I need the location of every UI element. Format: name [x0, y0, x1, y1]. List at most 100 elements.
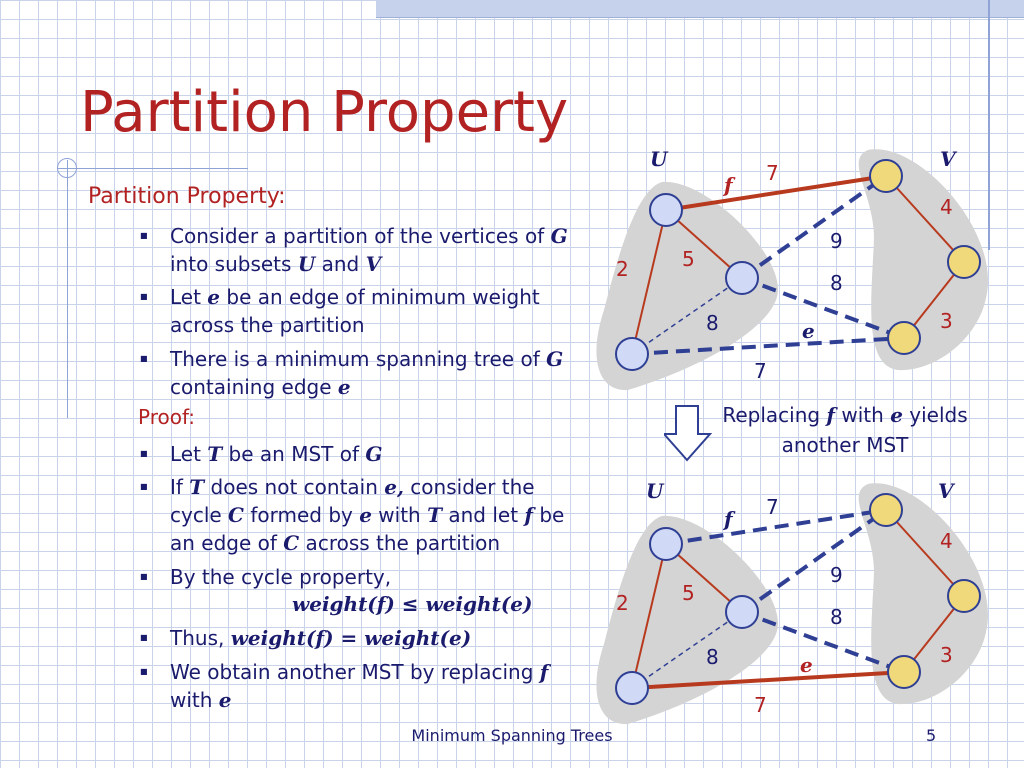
node-v2 — [947, 245, 981, 279]
node-u2 — [725, 261, 759, 295]
set-u-region — [596, 515, 778, 725]
bullet-min-edge: Let e be an edge of minimum weight acros… — [140, 283, 592, 339]
text: be an edge of minimum weight across the … — [170, 285, 540, 337]
weight-f: 7 — [766, 161, 779, 185]
math-e: e — [359, 503, 372, 527]
label-set-u: U — [650, 147, 669, 171]
math-f: f — [826, 403, 836, 427]
text: be an edge of — [170, 503, 565, 555]
weight-9: 9 — [830, 563, 843, 587]
decorative-horizontal-line — [58, 168, 248, 169]
math-e: e — [337, 375, 351, 399]
bullet-replace: We obtain another MST by replacing f wit… — [140, 658, 592, 714]
down-arrow-icon — [664, 405, 713, 462]
math-e: e — [890, 403, 903, 427]
math-e: e — [207, 285, 221, 309]
decorative-vertical-line — [988, 0, 990, 250]
weight-8: 8 — [830, 271, 843, 295]
math-g: G — [546, 347, 564, 371]
graph-before: U V f 7 2 5 8 9 8 e 7 4 3 — [596, 147, 988, 391]
edge-e — [631, 670, 905, 690]
math-t: T — [189, 475, 205, 499]
replacement-caption: Replacing f with e yields another MST — [700, 400, 990, 460]
edge-weight-8 — [741, 276, 905, 340]
text: formed by — [243, 503, 360, 527]
weight-9: 9 — [830, 229, 843, 253]
edge-v1-v2 — [885, 509, 965, 597]
node-u1 — [649, 527, 683, 561]
text: and — [315, 252, 366, 276]
set-u-region — [596, 181, 778, 391]
weight-u1-u2: 5 — [682, 581, 695, 605]
weight-v2-v3: 3 — [940, 309, 953, 333]
node-v2 — [947, 579, 981, 613]
math-f: f — [524, 503, 533, 527]
edge-weight-9 — [740, 174, 888, 280]
edge-v1-v2 — [885, 175, 965, 263]
label-set-v: V — [940, 147, 958, 171]
weight-v2-v3: 3 — [940, 643, 953, 667]
text: consider the cycle — [170, 475, 535, 527]
text: into subsets — [170, 252, 298, 276]
edge-e — [631, 336, 905, 356]
text: yields another MST — [781, 403, 968, 457]
bullet-thus: Thus, weight(f) = weight(e) — [140, 624, 592, 652]
text: Replacing — [722, 403, 827, 427]
text: with — [170, 688, 219, 712]
text: By the cycle property, — [170, 565, 392, 589]
node-v3 — [887, 321, 921, 355]
text: Let — [170, 442, 208, 466]
text: with — [835, 403, 891, 427]
text: Let — [170, 285, 208, 309]
math-g: G — [365, 442, 383, 466]
text: containing edge — [170, 375, 338, 399]
edge-f — [665, 508, 887, 546]
weight-v1-v2: 4 — [940, 529, 953, 553]
label-set-v: V — [938, 479, 956, 503]
label-f: f — [722, 507, 736, 531]
bullet-mst-exists: There is a minimum spanning tree of G co… — [140, 345, 592, 401]
weight-8: 8 — [830, 605, 843, 629]
text: be an MST of — [222, 442, 366, 466]
weight-e: 7 — [754, 693, 767, 717]
text: Thus, — [170, 626, 231, 650]
math-t: T — [207, 442, 223, 466]
math-c: C — [283, 531, 300, 555]
math-u: U — [297, 252, 316, 276]
formula-weight-inequality: weight(f) ≤ weight(e) — [292, 592, 533, 616]
bullet-cycle: If T does not contain e, consider the cy… — [140, 473, 592, 557]
node-v3 — [887, 655, 921, 689]
slide-title: Partition Property — [80, 80, 569, 145]
math-f: f — [539, 660, 549, 684]
node-u1 — [649, 193, 683, 227]
text: across the partition — [299, 531, 501, 555]
section-heading-proof: Proof: — [138, 405, 196, 429]
node-u2 — [725, 595, 759, 629]
decorative-left-line — [67, 160, 68, 418]
edge-weight-9 — [740, 508, 888, 614]
node-v1 — [869, 159, 903, 193]
weight-u2-u3: 8 — [706, 311, 719, 335]
weight-u1-u2: 5 — [682, 247, 695, 271]
text: with — [371, 503, 428, 527]
weight-e: 7 — [754, 359, 767, 383]
section-heading-partition: Partition Property: — [88, 184, 286, 209]
graph-after: U V f 7 2 5 8 9 8 e 7 4 3 — [596, 479, 988, 725]
edge-u2-u3 — [631, 277, 743, 355]
bullet-consider-partition: Consider a partition of the vertices of … — [140, 222, 592, 278]
math-v: V — [365, 252, 382, 276]
node-v1 — [869, 493, 903, 527]
label-e: e — [802, 319, 815, 343]
text: Consider a partition of the vertices of — [170, 224, 551, 248]
edge-u1-u3 — [631, 209, 667, 355]
text: If — [170, 475, 190, 499]
label-e: e — [800, 653, 813, 677]
edge-weight-8 — [741, 610, 905, 674]
set-v-region — [858, 483, 988, 705]
edge-f — [665, 174, 887, 212]
weight-u1-u3: 2 — [616, 257, 629, 281]
math-e: e, — [384, 475, 404, 499]
text: There is a minimum spanning tree of — [170, 347, 547, 371]
page-number: 5 — [926, 726, 937, 745]
